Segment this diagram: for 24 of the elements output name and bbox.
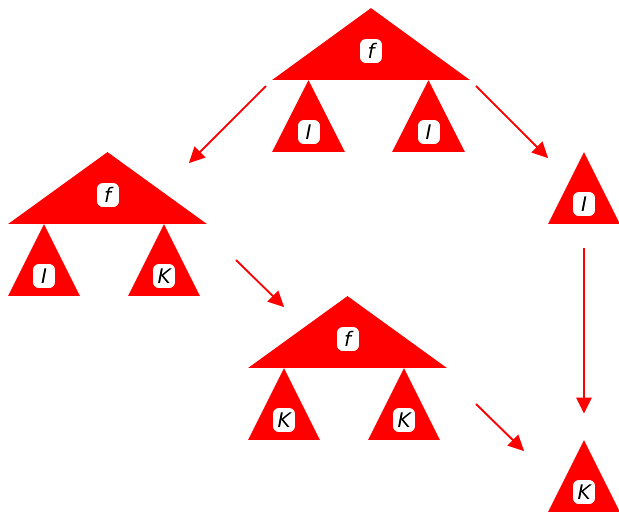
- node-label: K: [393, 408, 415, 432]
- triangle-node: [548, 440, 619, 512]
- node-label: I: [573, 192, 595, 216]
- triangle-node: [548, 152, 619, 224]
- node-label: f: [336, 327, 358, 352]
- node-label: K: [153, 264, 175, 288]
- triangle-node: [272, 80, 345, 152]
- arrow: [475, 403, 524, 452]
- triangle-node: [8, 224, 80, 296]
- node-label: K: [273, 408, 295, 432]
- triangle-node: [128, 224, 200, 296]
- arrow: [188, 85, 267, 164]
- node-label: K: [573, 480, 595, 504]
- node-label: I: [298, 120, 320, 144]
- triangle-node: [248, 368, 320, 440]
- arrow: [235, 259, 284, 308]
- triangle-node: [392, 80, 465, 152]
- arrow: [576, 248, 592, 414]
- node-label: f: [96, 183, 118, 208]
- node-label: I: [418, 120, 440, 144]
- triangle-node: [368, 368, 440, 440]
- node-label: f: [360, 39, 382, 64]
- arrow: [475, 85, 548, 158]
- node-label: I: [33, 264, 55, 288]
